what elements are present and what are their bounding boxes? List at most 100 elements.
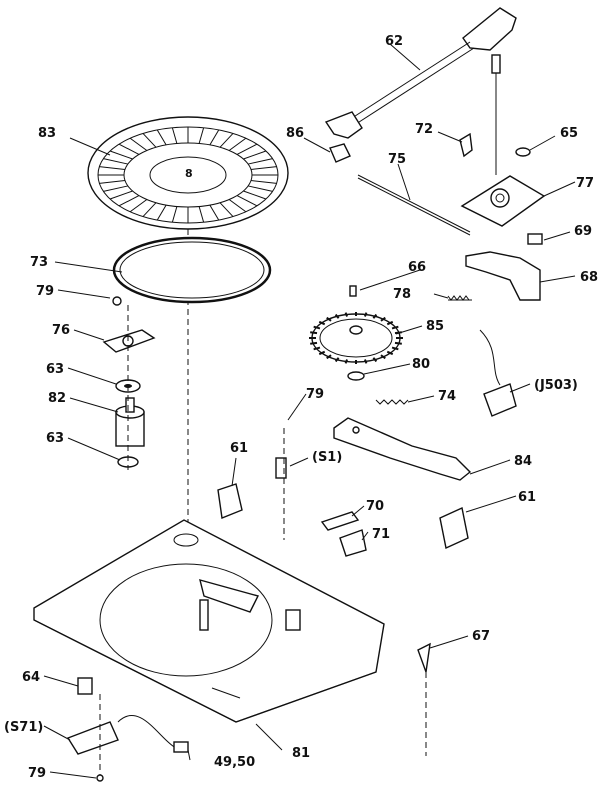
label-S71: (S71)	[4, 720, 43, 735]
platter-rib	[103, 185, 128, 192]
platter-rib	[219, 202, 234, 217]
gear-tooth	[318, 320, 326, 326]
gear-tooth	[310, 331, 318, 335]
platter-rib	[236, 195, 258, 207]
platter-center-mark: 8	[185, 167, 193, 180]
label-86: 86	[286, 126, 304, 141]
label-69: 69	[574, 224, 592, 239]
cue-parts	[329, 132, 546, 301]
platter-rib	[248, 185, 273, 192]
label-68: 68	[580, 270, 598, 285]
label-82: 82	[48, 391, 66, 406]
platter-rib	[109, 150, 133, 160]
platter-rib	[118, 195, 140, 207]
label-61-right: 61	[518, 490, 536, 505]
gear-tooth	[326, 316, 332, 322]
platter-rib	[198, 206, 205, 223]
platter-rib	[228, 137, 247, 151]
platter-rib	[156, 204, 167, 221]
label-73: 73	[30, 255, 48, 270]
gear-tooth	[313, 325, 321, 330]
gear-tooth	[386, 320, 394, 326]
label-76: 76	[52, 323, 70, 338]
platter-rib	[209, 204, 220, 221]
label-S1: (S1)	[312, 450, 342, 465]
gear-tooth	[380, 354, 386, 360]
label-77: 77	[576, 176, 594, 191]
label-62: 62	[385, 34, 403, 49]
label-72: 72	[415, 122, 433, 137]
gear-tooth	[313, 346, 321, 351]
label-70: 70	[366, 499, 384, 514]
gear-tooth	[310, 341, 318, 345]
gear-tooth	[334, 313, 340, 319]
label-74: 74	[438, 389, 456, 404]
cam-gear	[309, 312, 409, 405]
platter-rib	[236, 143, 258, 155]
gear-tooth	[326, 354, 332, 360]
gear-tooth	[394, 341, 402, 345]
platter-rib	[142, 202, 157, 217]
platter-rib	[171, 206, 178, 223]
platter-rib	[99, 180, 126, 184]
gear-tooth	[391, 346, 399, 351]
label-J503: (J503)	[534, 378, 578, 393]
platter-rib	[250, 166, 277, 170]
label-71: 71	[372, 527, 390, 542]
label-64: 64	[22, 670, 40, 685]
platter-rib	[103, 158, 128, 165]
gear-tooth	[344, 312, 349, 317]
platter: 8	[87, 116, 289, 230]
platter-rib	[171, 127, 178, 144]
tonearm	[324, 7, 517, 175]
label-79-top: 79	[36, 284, 54, 299]
label-79-bottom: 79	[28, 766, 46, 781]
label-81: 81	[292, 746, 310, 761]
gear-tooth	[363, 312, 368, 317]
platter-rib	[129, 137, 148, 151]
platter-rib	[142, 133, 157, 148]
label-79-mid: 79	[306, 387, 324, 402]
gear-tooth	[386, 350, 394, 356]
label-85: 85	[426, 319, 444, 334]
platter-rib	[248, 158, 273, 165]
label-75: 75	[388, 152, 406, 167]
label-83: 83	[38, 126, 56, 141]
gear-tooth	[334, 357, 340, 363]
label-49-50: 49,50	[214, 755, 255, 770]
chassis	[33, 519, 385, 723]
label-78: 78	[393, 287, 411, 302]
motor-stack	[102, 296, 156, 470]
label-65: 65	[560, 126, 578, 141]
platter-rib	[209, 129, 220, 146]
gear-tooth	[380, 316, 386, 322]
platter-rib	[198, 127, 205, 144]
leader-lines	[43, 43, 576, 779]
platter-rib	[129, 199, 148, 213]
platter-rib	[109, 190, 133, 200]
platter-rib	[243, 190, 267, 200]
platter-rib	[99, 166, 126, 170]
label-66: 66	[408, 260, 426, 275]
platter-rib	[156, 129, 167, 146]
platter-rib	[243, 150, 267, 160]
gear-tooth	[318, 350, 326, 356]
drive-belt	[112, 236, 272, 304]
label-63-upper: 63	[46, 362, 64, 377]
gear-tooth	[372, 313, 378, 319]
label-67: 67	[472, 629, 490, 644]
platter-rib	[250, 180, 277, 184]
gear-tooth	[363, 359, 368, 364]
platter-rib	[118, 143, 140, 155]
label-63-lower: 63	[46, 431, 64, 446]
gear-tooth	[344, 359, 349, 364]
bottom-parts	[66, 677, 189, 782]
label-84: 84	[514, 454, 532, 469]
platter-rib	[228, 199, 247, 213]
cable-connector	[479, 329, 517, 417]
gear-tooth	[391, 325, 399, 330]
label-80: 80	[412, 357, 430, 372]
brackets-switches	[217, 428, 469, 756]
part-labels: 62 83 86 72 65 75 77 69 73 66 68 79 78 7…	[4, 34, 598, 781]
